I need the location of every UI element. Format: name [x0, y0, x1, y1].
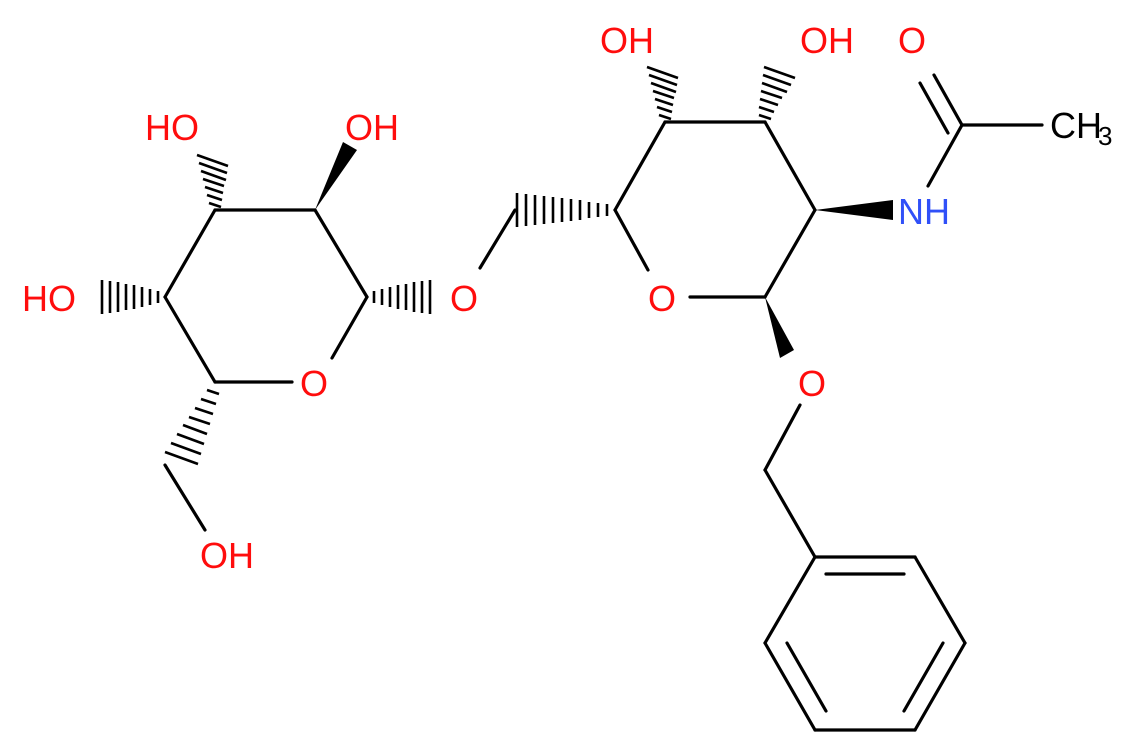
right-ring-bonds [613, 120, 817, 299]
left-ring-c4-oh-label: HO [145, 107, 199, 148]
o-to-benzyl-ch2-bond [763, 403, 802, 472]
left-ring-c3-oh-label: HO [22, 278, 76, 319]
amide-nh-label: NH [898, 191, 950, 232]
left-ring-c5-ch2-hash [164, 388, 220, 466]
carbonyl-double-bond-a [932, 73, 964, 127]
right-ring-c4-oh-label: OH [600, 20, 654, 61]
left-ring-oxygen-label: O [300, 363, 328, 404]
carbonyl-double-bond-b [918, 81, 950, 135]
phenyl-ring-bonds [763, 555, 967, 732]
nh-to-carbonyl-bond [926, 123, 964, 188]
right-ring-c2-nh-wedge [815, 200, 893, 220]
left-ring-c4-oh-hash [196, 153, 229, 209]
left-ring-anomeric-hash [372, 280, 432, 314]
right-ring-c5-ch2-hash [515, 193, 609, 227]
left-ring-c2-oh-label: OH [345, 107, 399, 148]
right-ring-oxygen-label: O [648, 278, 676, 319]
right-ring-anomeric-wedge [765, 297, 794, 358]
ch2-to-phenyl-bond [763, 468, 817, 559]
right-ring-c3-oh-hash [758, 65, 796, 121]
right-ring-c3-oh-label: OH [800, 20, 854, 61]
left-ring-c6-oh-label: OH [200, 535, 254, 576]
left-ch2-to-oh-bond [163, 463, 207, 532]
glycosidic-o-to-ch2-bond [478, 208, 517, 270]
glycosidic-oxygen-label: O [450, 278, 478, 319]
methyl-subscript: 3 [1098, 121, 1112, 151]
benzyl-oxygen-label: O [798, 363, 826, 404]
methyl-label: CH [1050, 105, 1102, 146]
right-ring-c4-oh-hash [646, 65, 679, 121]
carbonyl-oxygen-label: O [898, 20, 926, 61]
left-ring-c2-oh-wedge [315, 142, 357, 210]
left-ring-bonds [163, 208, 369, 384]
left-ring-c3-oh-hash [100, 280, 160, 314]
